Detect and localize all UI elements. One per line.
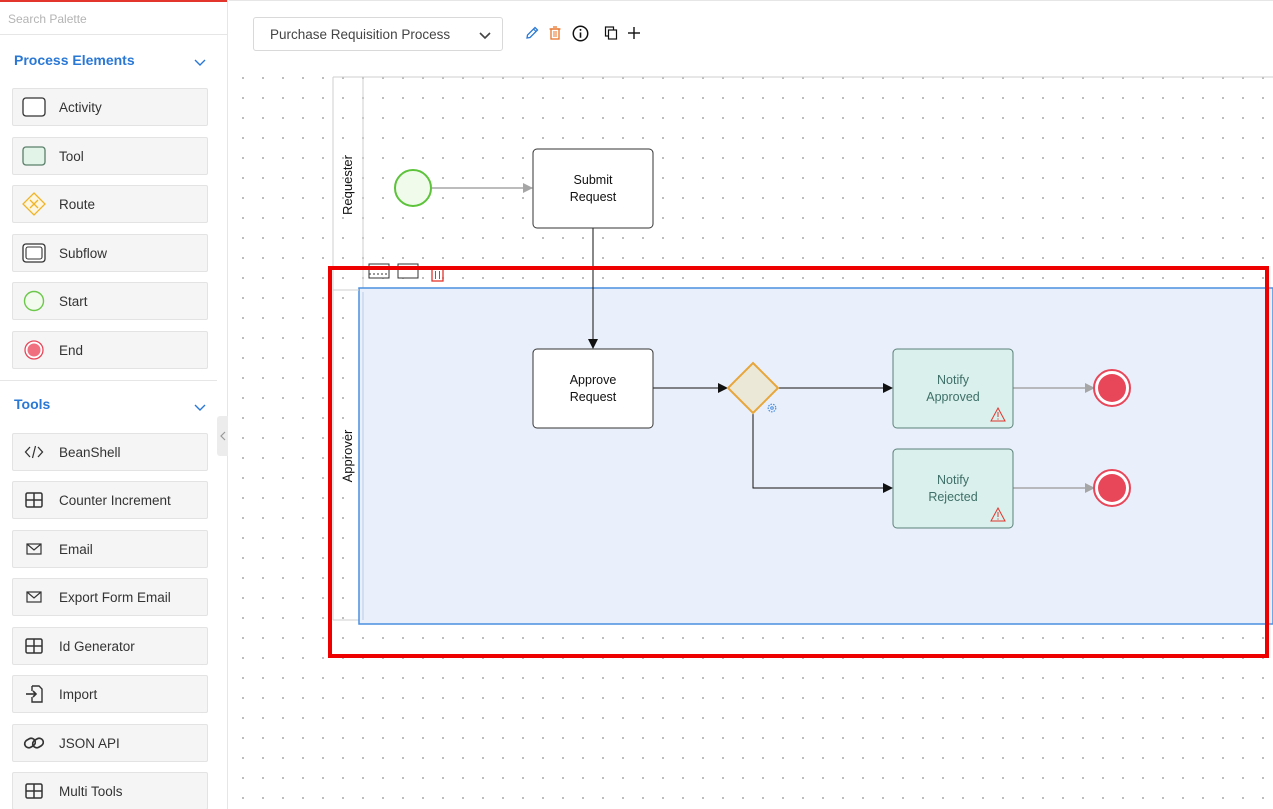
activity-icon — [22, 95, 46, 119]
search-palette-input[interactable] — [0, 3, 227, 35]
activity-label: Approve — [570, 373, 617, 387]
lane-label-requester: Requester — [340, 154, 355, 215]
palette-item-subflow[interactable]: Subflow — [12, 234, 208, 272]
process-select[interactable]: Purchase Requisition Process — [253, 17, 503, 51]
subflow-icon — [22, 241, 46, 265]
lane-approver[interactable] — [333, 287, 1273, 625]
link-icon — [22, 731, 46, 755]
envelope-icon — [22, 537, 46, 561]
route-settings-icon[interactable] — [767, 403, 777, 413]
end-event-rejected[interactable] — [1093, 469, 1131, 507]
grid-icon — [22, 488, 46, 512]
chevron-down-icon[interactable] — [193, 55, 207, 69]
sidebar-top-accent — [0, 0, 227, 2]
palette-item-activity[interactable]: Activity — [12, 88, 208, 126]
end-event-approved[interactable] — [1093, 369, 1131, 407]
tool-notify-rejected[interactable]: Notify Rejected — [892, 448, 1014, 529]
palette-item-label: Start — [59, 293, 88, 309]
info-icon[interactable] — [571, 24, 589, 42]
activity-submit-request[interactable]: Submit Request — [532, 148, 654, 229]
palette-item-email[interactable]: Email — [12, 530, 208, 568]
palette-item-start[interactable]: Start — [12, 282, 208, 320]
palette-item-route[interactable]: Route — [12, 185, 208, 223]
palette-item-label: Route — [59, 196, 96, 212]
highlight-box — [328, 266, 1269, 658]
route-gateway[interactable] — [726, 361, 780, 415]
copy-icon[interactable] — [602, 24, 620, 42]
route-icon — [22, 192, 46, 216]
palette-item-end[interactable]: End — [12, 331, 208, 369]
warning-icon — [990, 406, 1006, 422]
palette-item-label: Multi Tools — [59, 783, 123, 799]
activity-label: Request — [570, 190, 617, 204]
section-divider — [0, 380, 217, 381]
palette-item-label: Import — [59, 686, 98, 702]
envelope-icon — [22, 585, 46, 609]
palette-item-counter-increment[interactable]: Counter Increment — [12, 481, 208, 519]
tool-icon — [22, 144, 46, 168]
activity-label: Submit — [574, 173, 613, 187]
import-icon — [22, 682, 46, 706]
palette-item-label: BeanShell — [59, 444, 121, 460]
section-title-tools: Tools — [14, 396, 51, 412]
tool-label: Rejected — [928, 490, 977, 504]
grid-icon — [22, 634, 46, 658]
tool-label: Approved — [926, 390, 980, 404]
palette-item-label: Id Generator — [59, 638, 135, 654]
end-icon — [22, 338, 46, 362]
palette-item-json-api[interactable]: JSON API — [12, 724, 208, 762]
edit-icon[interactable] — [523, 24, 541, 42]
start-icon — [22, 289, 46, 313]
tool-label: Notify — [937, 373, 970, 387]
flow-route-to-rejected[interactable] — [752, 413, 893, 493]
delete-icon[interactable] — [546, 24, 564, 42]
palette-item-tool[interactable]: Tool — [12, 137, 208, 175]
palette-item-label: Email — [59, 541, 93, 557]
code-icon — [22, 440, 46, 464]
process-select-label: Purchase Requisition Process — [270, 26, 451, 42]
start-event[interactable] — [394, 169, 432, 207]
palette-item-label: Counter Increment — [59, 492, 171, 508]
tool-label: Notify — [937, 473, 970, 487]
palette-item-export-form-email[interactable]: Export Form Email — [12, 578, 208, 616]
chevron-down-icon[interactable] — [193, 400, 207, 414]
palette-item-multi-tools[interactable]: Multi Tools — [12, 772, 208, 809]
sidebar-collapse-handle[interactable] — [217, 416, 228, 456]
tool-notify-approved[interactable]: Notify Approved — [892, 348, 1014, 429]
section-title-process-elements: Process Elements — [14, 52, 135, 68]
palette-item-label: Export Form Email — [59, 589, 171, 605]
activity-label: Request — [570, 390, 617, 404]
palette-item-label: Subflow — [59, 245, 108, 261]
warning-icon — [990, 506, 1006, 522]
palette-item-label: Activity — [59, 99, 102, 115]
palette-item-import[interactable]: Import — [12, 675, 208, 713]
chevron-left-icon — [219, 431, 225, 441]
palette-item-beanshell[interactable]: BeanShell — [12, 433, 208, 471]
palette-item-id-generator[interactable]: Id Generator — [12, 627, 208, 665]
chevron-down-icon — [479, 32, 491, 40]
palette-sidebar: Process Elements Activity Tool Route — [0, 0, 228, 809]
grid-icon — [22, 779, 46, 803]
lane-label-approver: Approver — [340, 429, 355, 482]
palette-item-label: End — [59, 342, 84, 358]
activity-approve-request[interactable]: Approve Request — [532, 348, 654, 429]
palette-item-label: JSON API — [59, 735, 120, 751]
add-icon[interactable] — [625, 24, 643, 42]
palette-item-label: Tool — [59, 148, 84, 164]
